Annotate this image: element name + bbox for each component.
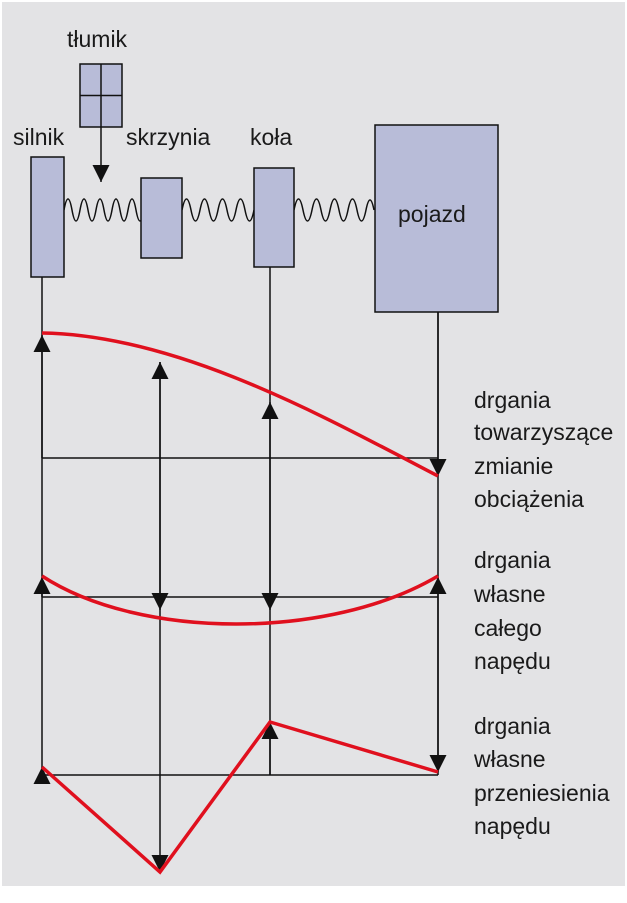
mode-2-line-3: całego: [474, 615, 542, 641]
vehicle-label: pojazd: [398, 201, 466, 227]
gearbox-label: skrzynia: [126, 124, 211, 150]
spring-gearbox-wheels: [181, 198, 255, 222]
vehicle-mass: [374, 124, 499, 313]
mode-3-line-3: przeniesienia: [474, 780, 610, 806]
mode-1-line-4: obciążenia: [474, 486, 584, 512]
gearbox-mass: [140, 177, 183, 259]
mode-2-line-2: własne: [473, 581, 546, 607]
mode-3-description: drgania własne przeniesienia napędu: [473, 713, 610, 839]
mode-3-curve: [40, 719, 439, 875]
mode-1-line-2: towarzyszące: [474, 419, 613, 445]
mode-3-line-1: drgania: [474, 713, 551, 739]
engine-mass: [30, 156, 65, 278]
engine-label: silnik: [13, 124, 65, 150]
mode-2-curve: [41, 574, 439, 626]
mode-3-line-2: własne: [473, 746, 546, 772]
mode-1-curve: [41, 331, 439, 478]
spring-engine-gearbox: [63, 198, 149, 222]
mode-1-line-3: zmianie: [474, 453, 553, 479]
wheels-label: koła: [250, 124, 292, 150]
background-panel: [2, 2, 625, 886]
mode-3-line-4: napędu: [474, 813, 551, 839]
mode-2-line-4: napędu: [474, 648, 551, 674]
mode-1-line-1: drgania: [474, 387, 551, 413]
spring-wheels-vehicle: [293, 198, 375, 222]
damper-label: tłumik: [67, 26, 128, 52]
mode-1-description: drgania towarzyszące zmianie obciążenia: [474, 387, 613, 512]
wheels-mass: [253, 167, 295, 268]
mode-2-line-1: drgania: [474, 547, 551, 573]
mode-2-description: drgania własne całego napędu: [473, 547, 551, 674]
